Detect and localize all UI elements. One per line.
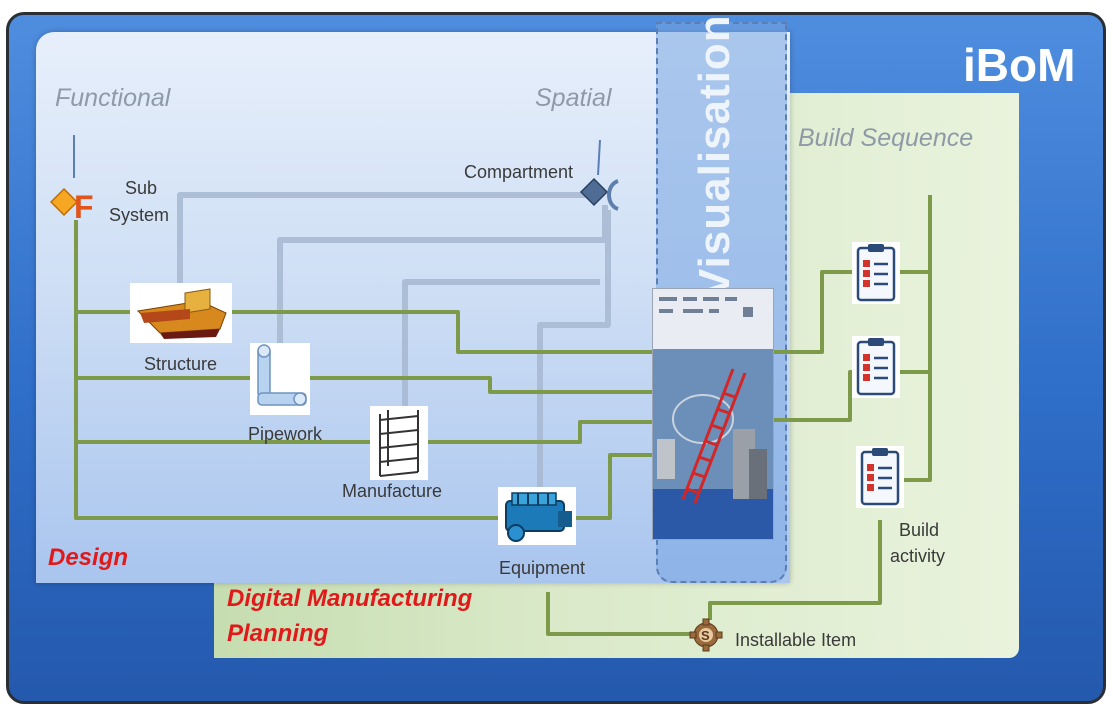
design-label: Design	[48, 544, 129, 571]
sub-system-label-line2: System	[109, 205, 170, 225]
visualisation-heading: Visualisation	[690, 14, 739, 298]
functional-heading: Functional	[55, 84, 171, 112]
equipment-label: Equipment	[499, 558, 586, 578]
equipment-icon	[498, 487, 576, 545]
structure-label: Structure	[144, 354, 218, 374]
dmp-label-line1: Digital Manufacturing	[227, 585, 473, 612]
manufacture-icon	[370, 406, 428, 480]
svg-text:S: S	[701, 628, 710, 643]
functional-trunk	[74, 220, 500, 520]
compartment-label: Compartment	[464, 162, 574, 182]
dmp-label-line2: Planning	[227, 620, 329, 647]
build-activity-label-line2: activity	[890, 546, 946, 566]
svg-text:F: F	[74, 189, 94, 225]
checklist-icon	[856, 446, 904, 508]
build-activity-label-line1: Build	[899, 520, 940, 540]
checklist-icon	[852, 242, 900, 304]
structure-icon	[130, 283, 232, 343]
manufacture-label: Manufacture	[342, 481, 443, 501]
spatial-heading: Spatial	[535, 84, 612, 112]
visualisation-screenshot	[652, 288, 774, 540]
build-sequence-heading: Build Sequence	[798, 124, 974, 152]
compartment-icon	[579, 177, 619, 211]
checklist-icon	[852, 336, 900, 398]
function-icon: F	[50, 187, 94, 225]
ibom-title: iBoM	[963, 39, 1076, 91]
spatial-link-manufacture	[402, 279, 600, 410]
spatial-link-structure	[177, 192, 598, 290]
spatial-link-equipment	[537, 210, 611, 488]
pipework-icon	[250, 343, 310, 415]
pipework-label: Pipework	[248, 424, 323, 444]
sub-system-label-line1: Sub	[125, 178, 158, 198]
installable-item-icon: S	[689, 618, 723, 652]
installable-item-label: Installable Item	[735, 630, 857, 650]
